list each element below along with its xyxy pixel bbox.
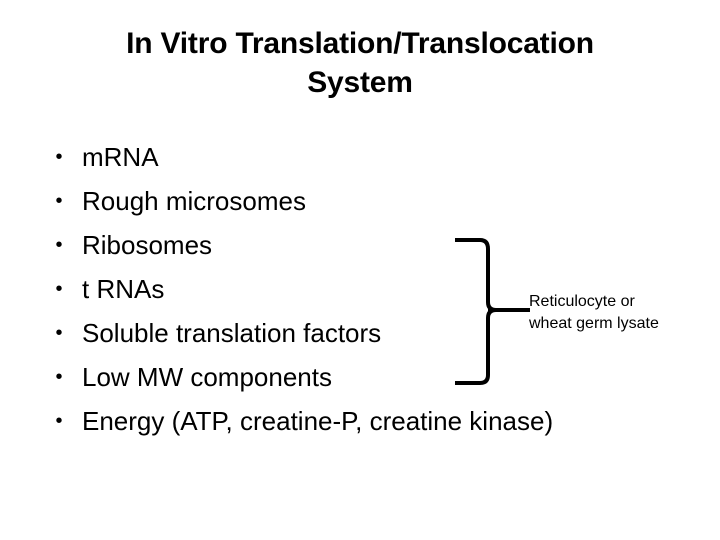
list-item: • t RNAs <box>50 267 610 311</box>
lysate-annotation-label: Reticulocyte or wheat germ lysate <box>529 291 709 335</box>
bullet-icon: • <box>55 234 63 256</box>
list-item-label: mRNA <box>82 142 159 172</box>
bullet-icon: • <box>55 278 63 300</box>
lysate-annotation-line-2: wheat germ lysate <box>529 315 659 332</box>
list-item: • Rough microsomes <box>50 179 610 223</box>
lysate-annotation-line-1: Reticulocyte or <box>529 293 635 310</box>
list-item: • mRNA <box>50 135 610 179</box>
bullet-icon: • <box>55 366 63 388</box>
page-title-line-1: In Vitro Translation/Translocation <box>126 27 594 60</box>
list-item: • Energy (ATP, creatine-P, creatine kina… <box>50 399 610 443</box>
list-item-label: Energy (ATP, creatine-P, creatine kinase… <box>82 406 554 436</box>
bullet-icon: • <box>55 322 63 344</box>
bullet-icon: • <box>55 410 63 432</box>
list-item-label: Rough microsomes <box>82 186 306 216</box>
list-item: • Soluble translation factors <box>50 311 610 355</box>
list-item-label: Low MW components <box>82 362 332 392</box>
list-item-label: Soluble translation factors <box>82 318 382 348</box>
bullet-icon: • <box>55 190 63 212</box>
bullet-icon: • <box>55 146 63 168</box>
list-item-label: Ribosomes <box>82 230 213 260</box>
page-title-line-2: System <box>307 66 413 99</box>
component-bullet-list: • mRNA • Rough microsomes • Ribosomes • … <box>50 135 610 443</box>
list-item: • Ribosomes <box>50 223 610 267</box>
list-item: • Low MW components <box>50 355 610 399</box>
page-title: In Vitro Translation/Translocation Syste… <box>0 24 720 102</box>
right-curly-brace-icon <box>450 232 540 392</box>
list-item-label: t RNAs <box>82 274 165 304</box>
